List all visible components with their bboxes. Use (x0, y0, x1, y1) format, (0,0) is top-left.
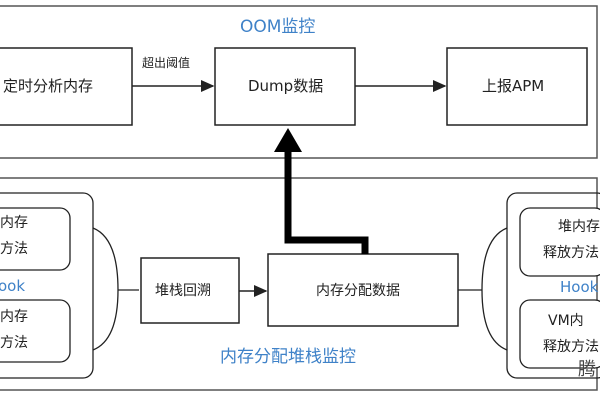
stack-box (140, 257, 240, 324)
right-hook-label: Hook (560, 278, 599, 296)
dump-box (214, 47, 356, 126)
report-box-label: 上报APM (482, 77, 545, 95)
left-box-2-line2: 配方法 (0, 335, 28, 351)
thick-arrow-head (274, 128, 302, 152)
stack-box-label: 堆栈回溯 (155, 283, 211, 299)
right-box-1 (519, 207, 600, 277)
right-box-2 (519, 299, 600, 369)
left-box-1-line2: 配方法 (0, 241, 28, 257)
watermark: 腾 (578, 359, 596, 380)
right-box-2-line1: VM内 (548, 313, 584, 329)
right-box-2-line2: 释放方法 (543, 339, 599, 355)
right-brace (481, 227, 508, 351)
left-box-1 (0, 207, 71, 271)
right-group-frame (506, 192, 600, 379)
left-hook-label: ook (0, 277, 26, 295)
top-panel-title: OOM监控 (240, 17, 316, 37)
right-box-1-line2: 释放方法 (543, 245, 599, 261)
left-box-2 (0, 299, 71, 363)
timer-box (0, 47, 133, 126)
right-box-1-line1: 堆内存 (558, 219, 600, 235)
left-group-frame (0, 192, 94, 379)
left-box-1-line1: 内存 (0, 215, 28, 231)
bottom-panel-title: 内存分配堆栈监控 (220, 347, 356, 367)
left-box-2-line1: 内存 (0, 309, 28, 325)
left-brace (92, 227, 119, 351)
bottom-panel-frame (0, 177, 598, 391)
alloc-box (267, 253, 459, 327)
timer-box-label: 定时分析内存 (3, 77, 94, 95)
alloc-box-label: 内存分配数据 (316, 283, 400, 299)
dump-box-label: Dump数据 (248, 77, 324, 95)
report-box (446, 47, 588, 126)
top-panel-frame (0, 5, 598, 159)
thick-arrow-alloc-to-dump (284, 150, 369, 254)
threshold-label: 超出阈值 (142, 56, 191, 70)
